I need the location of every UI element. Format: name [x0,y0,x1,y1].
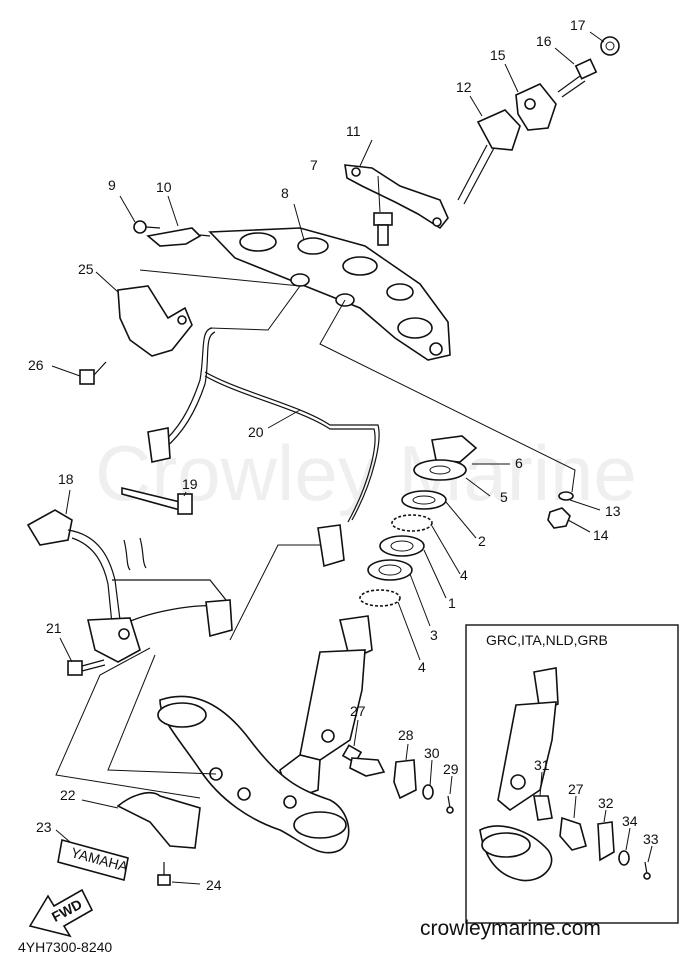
callout-21: 21 [46,620,62,636]
bearing-race-3 [367,559,413,581]
callout-6: 6 [515,455,523,471]
callout-15: 15 [490,47,506,63]
callout-32: 32 [598,795,614,811]
bracket-18 [26,509,233,663]
callout-3: 3 [430,627,438,643]
bolt-16 [557,58,598,98]
callout-26: 26 [28,357,44,373]
ball-bearing-4-lower [359,589,401,607]
callout-24: 24 [206,877,222,893]
upper-bracket [208,227,451,361]
callout-30: 30 [424,745,440,761]
inset-box: GRC,ITA,NLD,GRB [465,624,679,924]
callout-19: 19 [182,476,198,492]
nut-17 [600,36,620,56]
callout-13: 13 [605,503,621,519]
stopper-28 [393,759,417,800]
callout-25: 25 [78,261,94,277]
bracket-10 [146,227,211,247]
ring-nut-5 [413,459,467,481]
callout-34: 34 [622,813,638,829]
cotter-pin-29 [446,795,454,814]
fwd-arrow: FWD [28,888,94,938]
callout-4-lower: 4 [418,659,426,675]
callout-20: 20 [248,424,264,440]
bolt-26 [79,361,107,385]
callout-16: 16 [536,33,552,49]
bearing-race-1 [379,535,425,557]
dust-seal-6 [431,435,478,463]
steering-stem [157,615,373,854]
clamp-15 [515,83,557,131]
callout-7: 7 [310,157,318,173]
callout-29: 29 [443,761,459,777]
cable-tie-19 [121,486,193,515]
wire-20 [147,327,380,568]
callout-27-inset: 27 [568,781,584,797]
callout-9: 9 [108,177,116,193]
bolt-7 [373,212,393,246]
callout-11: 11 [346,123,361,139]
ball-bearing-4-upper [391,514,433,532]
diagram-code: 4YH7300-8240 [18,939,112,955]
bolt-21 [67,659,106,676]
plate-22 [116,791,201,849]
washer-13 [558,491,574,501]
screw-9 [133,220,161,234]
callout-12: 12 [456,79,472,95]
leader-lines [51,31,605,885]
callout-31: 31 [534,757,550,773]
screw-24 [157,862,171,886]
callout-2: 2 [478,533,486,549]
nut-14 [547,507,571,529]
callout-23: 23 [36,819,52,835]
callout-27: 27 [350,703,366,719]
callout-14: 14 [593,527,609,543]
inset-title: GRC,ITA,NLD,GRB [486,632,608,648]
callout-17: 17 [570,17,586,33]
pin-27 [341,744,386,777]
footer-url: crowleymarine.com [420,917,601,940]
callout-8: 8 [281,185,289,201]
bracket-25 [117,285,193,357]
washer-30 [422,784,434,800]
callout-1: 1 [448,595,456,611]
plate-11 [344,164,449,230]
callout-18: 18 [58,471,74,487]
callout-22: 22 [60,787,76,803]
callout-4-upper: 4 [460,567,468,583]
callout-10: 10 [156,179,172,195]
callout-28: 28 [398,727,414,743]
washer-2 [401,490,447,510]
callout-33: 33 [643,831,659,847]
stud-12 [457,109,521,205]
label-23: YAMAHA [57,838,130,882]
callout-5: 5 [500,489,508,505]
callout-numbers: 1 2 3 4 4 5 6 7 8 9 10 11 12 13 14 15 16… [28,17,659,893]
